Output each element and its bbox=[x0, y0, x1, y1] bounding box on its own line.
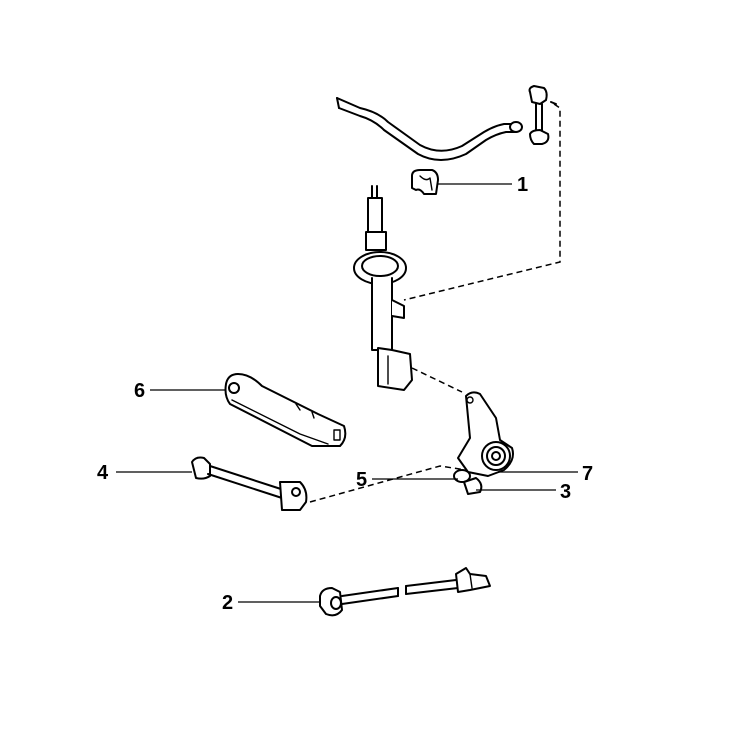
assembly-lines bbox=[309, 103, 561, 503]
upper-control-arm bbox=[224, 373, 347, 447]
lateral-link bbox=[191, 456, 308, 511]
callout-2: 2 bbox=[222, 592, 233, 614]
stabilizer-link bbox=[528, 85, 557, 145]
callout-1: 1 bbox=[517, 174, 528, 196]
shock-absorber-strut bbox=[353, 185, 413, 391]
knuckle-bushing-lower bbox=[463, 477, 483, 495]
stabilizer-bushing bbox=[411, 169, 439, 195]
callout-4: 4 bbox=[97, 462, 109, 484]
steering-knuckle bbox=[457, 391, 514, 477]
callout-6: 6 bbox=[134, 380, 145, 402]
stabilizer-bar bbox=[336, 97, 523, 161]
knuckle-hub-bushing bbox=[491, 451, 501, 461]
rear-lateral-rod bbox=[319, 567, 491, 617]
callout-3: 3 bbox=[560, 481, 571, 503]
callout-5: 5 bbox=[356, 469, 367, 491]
leader-lines bbox=[116, 183, 578, 603]
callout-7: 7 bbox=[582, 463, 593, 485]
